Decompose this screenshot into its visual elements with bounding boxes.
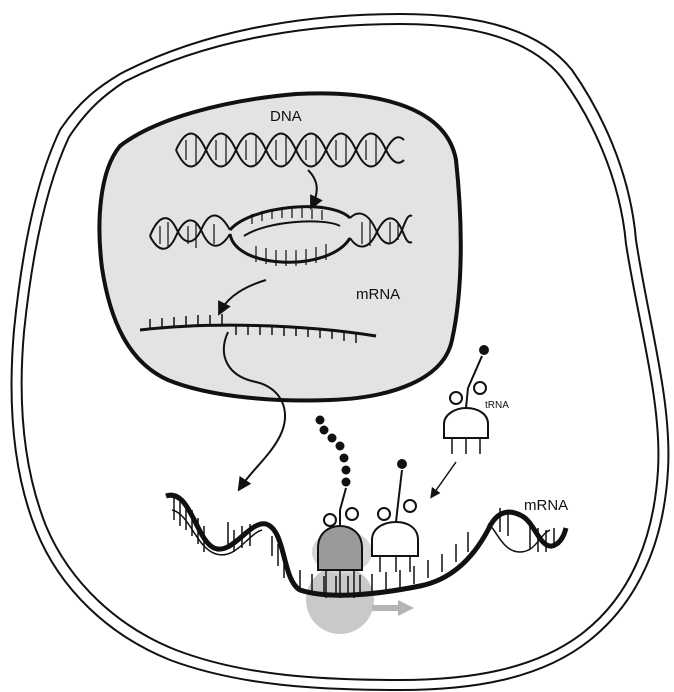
- nucleus: [99, 93, 460, 400]
- arrow-trna-to-ribosome: [432, 462, 456, 496]
- mrna-nucleus-label: mRNA: [356, 286, 400, 303]
- trna-with-polypeptide: [316, 416, 363, 599]
- mrna-cytoplasm-label: mRNA: [524, 497, 568, 514]
- free-trna: [444, 345, 489, 454]
- trna-binding: [372, 459, 418, 572]
- trna-label: tRNA: [485, 400, 509, 411]
- dna-label: DNA: [270, 108, 302, 125]
